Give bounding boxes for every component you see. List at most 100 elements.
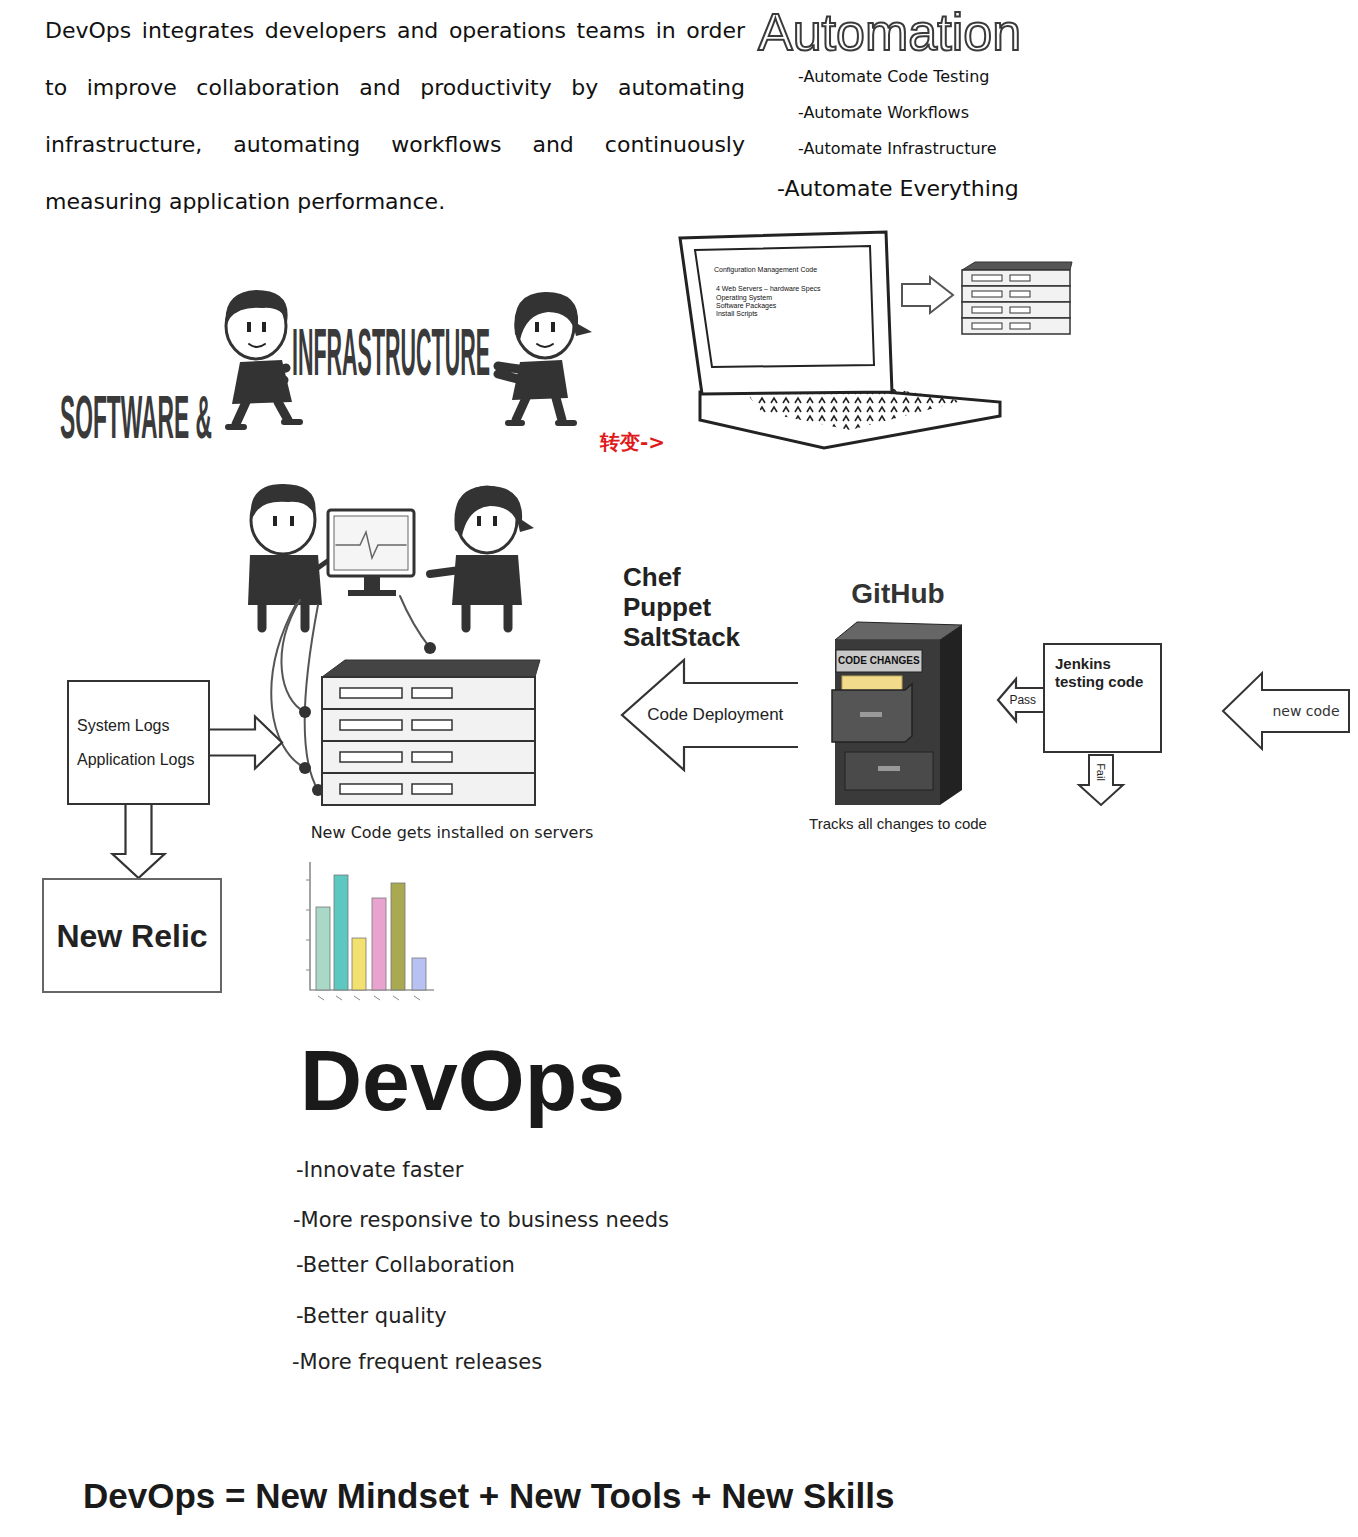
- team-monitor: [299, 762, 311, 774]
- node-text: New Code gets installed on servers: [311, 823, 594, 843]
- team-monitor: [466, 605, 508, 628]
- cartoon-pair: [537, 344, 553, 347]
- team-monitor: [493, 516, 497, 526]
- cartoon-pair: [236, 402, 288, 424]
- screen-text: Install Scripts: [716, 309, 758, 318]
- file-cabinet: [878, 766, 900, 771]
- list-item: -Automate Infrastructure: [798, 138, 997, 160]
- team-monitor: [248, 484, 534, 796]
- server-stack: [322, 773, 535, 805]
- node-outline: [1223, 673, 1349, 749]
- cartoon-pair: [551, 322, 555, 332]
- server-stack-small: [1010, 291, 1030, 297]
- team-monitor: [477, 516, 481, 526]
- cartoon-pair: [514, 292, 592, 340]
- server-stack: [412, 752, 452, 762]
- server-stack-small: [972, 275, 1002, 281]
- list-item: -More frequent releases: [292, 1349, 542, 1375]
- screen-text: Operating System: [716, 293, 772, 302]
- file-cabinet: [832, 622, 962, 805]
- server-stack: [340, 720, 402, 730]
- list-item: -Automate Code Testing: [798, 66, 989, 88]
- laptop: [680, 232, 892, 394]
- team-monitor: [452, 555, 522, 605]
- edge-label: Code Deployment: [645, 705, 785, 725]
- tool-name: SaltStack: [623, 622, 740, 652]
- block-arrow: [210, 717, 282, 769]
- banner-word: INFRASTRUCTURE: [292, 317, 490, 387]
- edge-label: Pass: [1007, 693, 1038, 707]
- list-item: -Automate Workflows: [798, 102, 969, 124]
- bar-chart: [306, 862, 434, 1000]
- cartoon-pair: [246, 368, 286, 380]
- server-stack-small: [972, 307, 1002, 313]
- server-stack: [340, 688, 402, 698]
- tool-name: Puppet: [623, 592, 711, 622]
- server-stack: [412, 784, 452, 794]
- banner-word: SOFTWARE &: [60, 384, 212, 450]
- screen-text: Software Packages: [716, 301, 776, 310]
- server-stack: [322, 741, 535, 773]
- bar-chart: [412, 958, 426, 990]
- team-monitor: [430, 570, 460, 574]
- bar-chart: [372, 898, 386, 990]
- server-stack-small: [962, 262, 1072, 270]
- bar-chart: [352, 938, 366, 990]
- cartoon-pair: [516, 398, 562, 420]
- cartoon-pair: [226, 290, 592, 427]
- server-stack-small: [1010, 275, 1030, 281]
- server-stack-small: [1010, 307, 1030, 313]
- server-group: New Code gets installed on servers: [282, 655, 622, 845]
- server-stack: [322, 660, 540, 677]
- bar-chart: [391, 883, 405, 990]
- cartoon-pair: [226, 290, 288, 326]
- team-monitor: [248, 555, 322, 605]
- server-stack-small: [1010, 323, 1030, 329]
- list-item: -Automate Everything: [777, 175, 1019, 203]
- hollow-arrow: [902, 277, 953, 313]
- cartoon-pair: [232, 360, 292, 404]
- file-cabinet: [845, 752, 933, 790]
- block-arrow: [998, 679, 1043, 721]
- node-text: Tracks all changes to code: [809, 815, 987, 833]
- file-cabinet: [860, 712, 882, 717]
- team-monitor: [364, 576, 380, 590]
- team-monitor: [281, 600, 305, 712]
- server-stack: [322, 677, 535, 709]
- node-text: Jenkins testing code: [1055, 655, 1150, 691]
- caption: DevOps = New Mindset + New Tools + New S…: [83, 1475, 894, 1517]
- fail-arrow: [1079, 755, 1123, 805]
- file-cabinet: [835, 622, 962, 640]
- file-cabinet: [832, 684, 912, 742]
- bar-chart: [316, 907, 330, 990]
- repository-box: GitHubTracks all changes to code: [798, 578, 998, 835]
- fail-label: Fail: [1095, 763, 1107, 781]
- node-text: New Relic: [56, 917, 207, 955]
- cartoon-pair: [508, 420, 574, 426]
- bar-chart: [318, 996, 420, 1000]
- server-stack: [322, 660, 540, 805]
- node-text: Application Logs: [77, 750, 194, 770]
- fail-arrow: [1079, 755, 1123, 805]
- team-monitor: [262, 605, 305, 628]
- transition-note: 转变->: [600, 430, 665, 454]
- hollow-arrow: [902, 277, 953, 313]
- list-item: -Better quality: [296, 1303, 447, 1329]
- file-cabinet: [940, 625, 962, 805]
- bar-chart: [306, 880, 310, 970]
- team-monitor: [348, 590, 396, 596]
- team-monitor: [334, 516, 408, 570]
- node-text: System Logs: [77, 716, 169, 736]
- laptop: [695, 246, 874, 367]
- server-stack-small: [962, 262, 1072, 334]
- team-monitor: [424, 642, 436, 654]
- server-stack-small: [962, 318, 1070, 334]
- input-arrow: new code: [1222, 672, 1350, 750]
- block-arrow: [113, 805, 165, 878]
- team-monitor: [454, 486, 534, 536]
- section-heading: Automation: [758, 2, 1021, 62]
- screen-text: 4 Web Servers – hardware Specs: [716, 284, 821, 293]
- server-stack-small: [972, 323, 1002, 329]
- block-arrow: [622, 660, 798, 770]
- server-stack: [412, 720, 452, 730]
